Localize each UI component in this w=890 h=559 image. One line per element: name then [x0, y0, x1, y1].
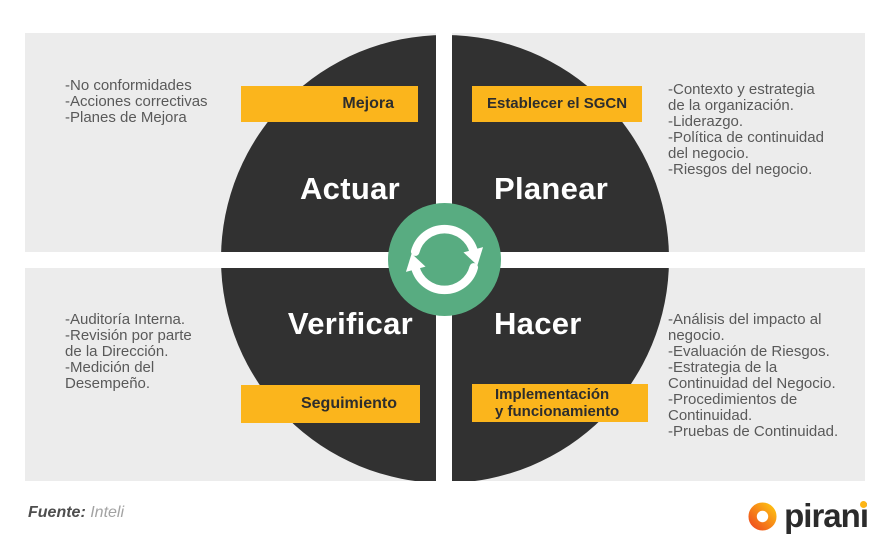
source-credit: Fuente: Inteli — [28, 504, 124, 522]
pirani-i-dot-icon — [860, 501, 867, 508]
planear-title: Planear — [494, 171, 609, 206]
implementacion-banner: Implementación y funcionamiento — [472, 384, 648, 422]
verificar-title: Verificar — [287, 306, 413, 341]
hacer-notes: -Análisis del impacto al negocio. -Evalu… — [668, 311, 839, 440]
mejora-banner: Mejora — [241, 86, 418, 122]
actuar-notes: -No conformidades -Acciones correctivas … — [65, 77, 208, 126]
pirani-logo: pirani — [748, 497, 869, 534]
source-value: Inteli — [90, 504, 125, 521]
actuar-title: Actuar — [300, 171, 400, 206]
planear-notes: -Contexto y estrategia de la organizació… — [668, 81, 824, 178]
seguimiento-banner: Seguimiento — [241, 385, 420, 423]
hacer-title: Hacer — [494, 306, 582, 341]
cycle-refresh-icon — [388, 203, 501, 316]
pirani-wordmark: pirani — [784, 497, 869, 534]
source-label: Fuente: — [28, 504, 86, 521]
establecer-sgcn-banner: Establecer el SGCN — [472, 86, 642, 122]
pirani-donut-icon — [748, 501, 777, 531]
verificar-notes: -Auditoría Interna. -Revisión por parte … — [65, 311, 192, 392]
diagram-panel: -No conformidades -Acciones correctivas … — [25, 33, 865, 481]
